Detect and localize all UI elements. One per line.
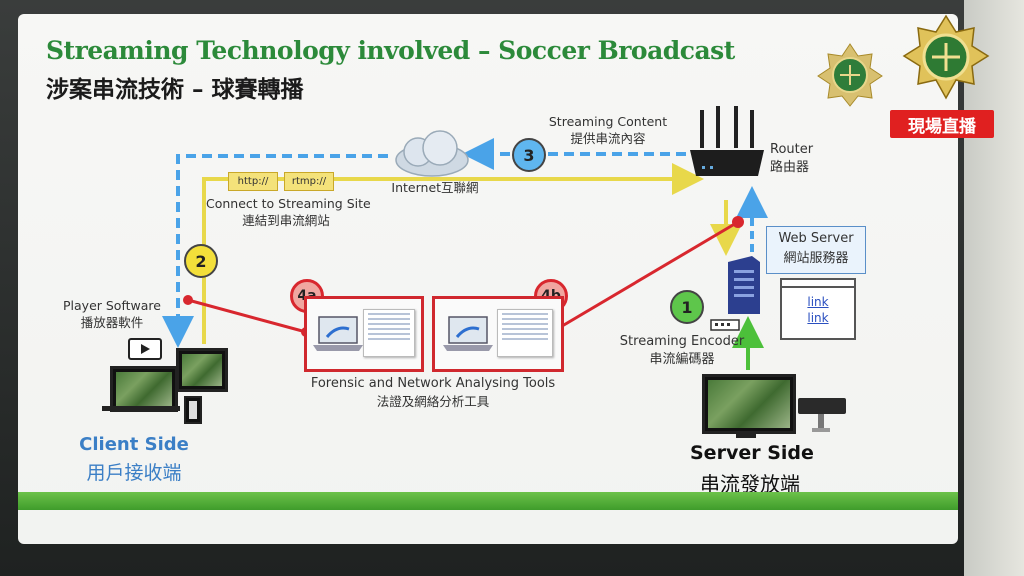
client-to-tool-4a-line	[187, 298, 307, 334]
connect-label-zh: 連結到串流網站	[242, 213, 330, 228]
slide-title-chinese: 涉案串流技術 – 球賽轉播	[46, 76, 304, 103]
laptop-icon	[313, 316, 363, 351]
tools-label-zh: 法證及網絡分析工具	[376, 394, 490, 409]
streaming-content-label-zh: 提供串流內容	[570, 131, 646, 146]
web-page-link[interactable]: link	[807, 311, 829, 325]
router-icon	[690, 106, 764, 176]
router-label-en: Router	[770, 142, 814, 157]
client-tablet-icon	[176, 348, 228, 392]
tool-box-4b	[432, 296, 564, 372]
tools-label-en: Forensic and Network Analysing Tools	[310, 376, 556, 391]
player-label-zh: 播放器軟件	[80, 315, 144, 330]
web-server-label-en: Web Server	[778, 231, 854, 246]
internet-to-client-arrow	[162, 154, 388, 348]
rtmp-tag: rtmp://	[284, 172, 334, 191]
step-3-circle: 3	[512, 138, 546, 172]
play-icon	[128, 338, 162, 360]
set-top-box-icon	[798, 398, 846, 432]
slide-title-english: Streaming Technology involved – Soccer B…	[46, 36, 735, 65]
web-page-icon: link link	[780, 278, 856, 340]
customs-emblem-logo	[817, 43, 883, 107]
internet-label: Internet互聯網	[391, 180, 479, 195]
step-1-circle: 1	[670, 290, 704, 324]
live-broadcast-badge: 現場直播	[890, 110, 994, 138]
player-label-en: Player Software	[63, 298, 161, 313]
tool-4b-to-server-line	[551, 220, 739, 334]
encoder-label-zh: 串流編碼器	[649, 352, 715, 367]
encoder-device-icon	[710, 319, 740, 331]
footer-green-bar	[18, 492, 958, 510]
presentation-screen: Streaming Technology involved – Soccer B…	[18, 14, 958, 544]
client-to-router-arrow	[202, 163, 704, 344]
client-laptop-icon	[110, 366, 178, 412]
router-label-zh: 路由器	[770, 160, 810, 175]
web-server-box: Web Server 網站服務器	[766, 226, 866, 274]
laptop-icon	[443, 316, 493, 351]
broadcast-tv-icon	[702, 374, 796, 434]
client-phone-icon	[184, 396, 202, 424]
cloud-icon	[395, 130, 469, 177]
tool-box-4a	[304, 296, 424, 372]
streaming-content-label-en: Streaming Content	[548, 114, 668, 129]
server-icon	[728, 256, 760, 314]
connect-label-en: Connect to Streaming Site	[206, 196, 371, 211]
http-tag: http://	[228, 172, 278, 191]
client-side-label-en: Client Side	[79, 434, 189, 455]
step-2-circle: 2	[184, 244, 218, 278]
web-page-link[interactable]: link	[807, 295, 829, 309]
report-icon	[363, 309, 415, 357]
hk-customs-emblem-logo	[902, 14, 990, 100]
client-side-label-zh: 用戶接收端	[86, 462, 182, 484]
report-icon	[497, 309, 553, 357]
web-server-label-zh: 網站服務器	[783, 251, 849, 266]
encoder-label-en: Streaming Encoder	[619, 334, 745, 349]
background-wall	[964, 0, 1024, 576]
server-side-label-en: Server Side	[690, 442, 814, 464]
